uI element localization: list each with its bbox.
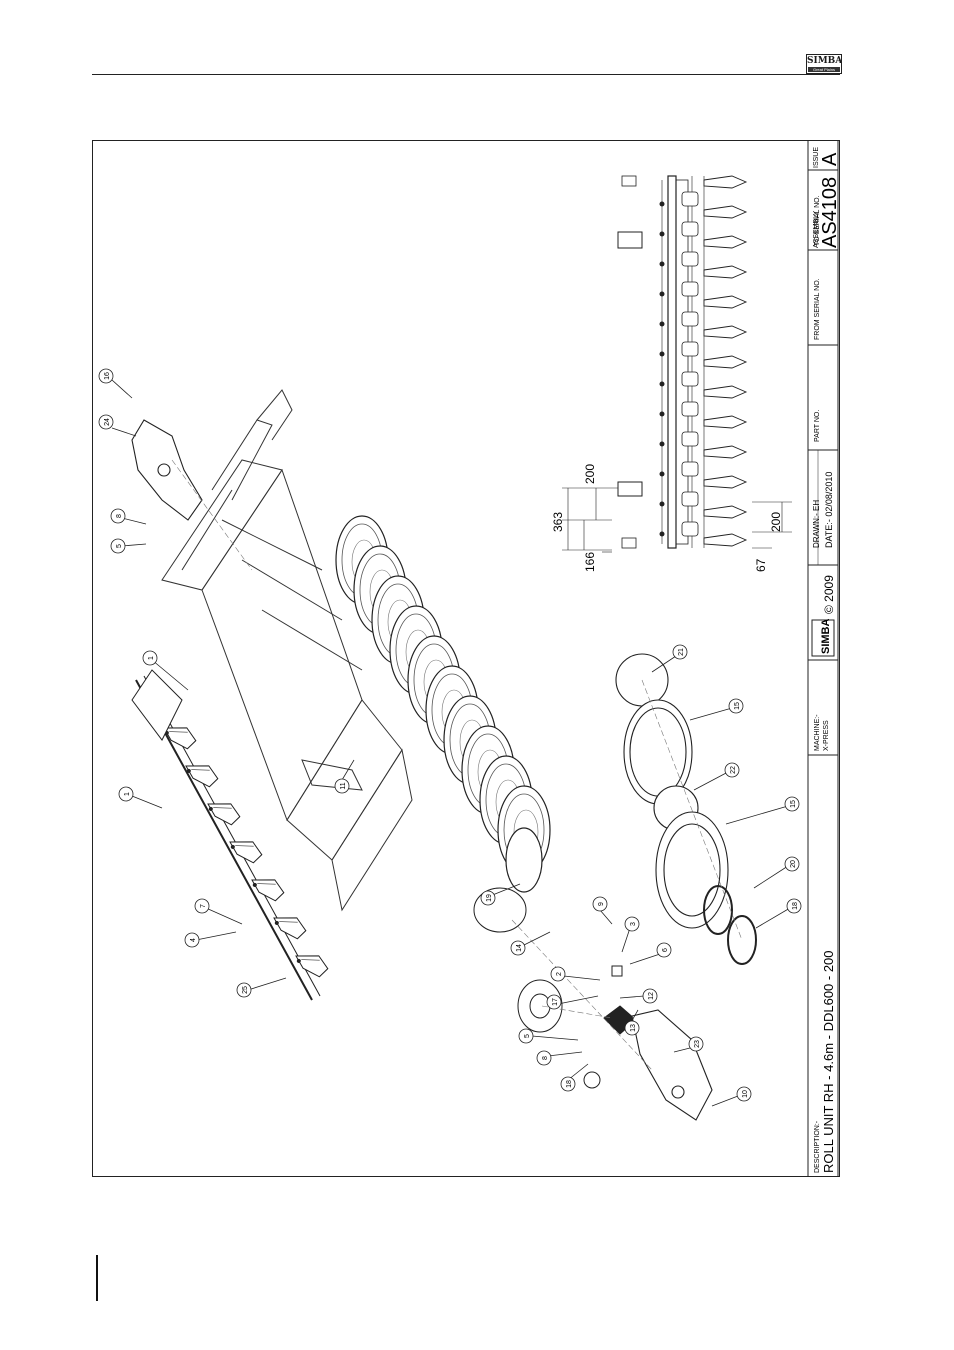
dimension-200-lower: 200 xyxy=(769,512,783,532)
drawn-by: DRAWN:- EH xyxy=(812,500,821,548)
from-serial-label: FROM SERIAL NO. xyxy=(814,278,821,340)
svg-text:11: 11 xyxy=(340,782,347,789)
simba-logo: SIMBA Great Plains xyxy=(806,54,842,74)
title-block-logo: SIMBA xyxy=(812,619,834,657)
svg-text:5: 5 xyxy=(524,1034,531,1038)
svg-text:16: 16 xyxy=(104,372,111,380)
logo-text: SIMBA xyxy=(807,57,841,66)
drawing-sheet: DESCRIPTION:- ROLL UNIT RH - 4.6m - DDL6… xyxy=(92,140,840,1177)
machine-label: MACHINE:- xyxy=(814,714,821,751)
svg-text:21: 21 xyxy=(678,648,685,656)
description-label: DESCRIPTION:- xyxy=(814,1120,821,1173)
svg-text:7: 7 xyxy=(200,904,207,908)
svg-text:10: 10 xyxy=(742,1090,749,1098)
svg-text:5: 5 xyxy=(116,544,123,548)
svg-text:24: 24 xyxy=(104,418,111,426)
dimension-363: 363 xyxy=(551,512,565,532)
logo-subtext: Great Plains xyxy=(808,67,840,72)
svg-text:1: 1 xyxy=(148,656,155,660)
svg-text:15: 15 xyxy=(790,800,797,808)
technical-drawing: DESCRIPTION:- ROLL UNIT RH - 4.6m - DDL6… xyxy=(92,140,840,1177)
part-no-label: PART NO. xyxy=(814,410,821,442)
svg-text:8: 8 xyxy=(116,514,123,518)
title-logo-text: SIMBA xyxy=(820,619,832,655)
svg-text:18: 18 xyxy=(566,1080,573,1088)
svg-text:17: 17 xyxy=(552,998,559,1006)
drawing-date: DATE:- 02/08/2010 xyxy=(824,472,834,548)
svg-text:25: 25 xyxy=(242,986,249,994)
copyright: © 2009 xyxy=(822,575,836,614)
description-value: ROLL UNIT RH - 4.6m - DDL600 - 200 xyxy=(821,950,836,1173)
svg-text:22: 22 xyxy=(730,766,737,774)
svg-text:3: 3 xyxy=(630,922,637,926)
svg-text:4: 4 xyxy=(190,938,197,942)
svg-text:2: 2 xyxy=(556,972,563,976)
svg-text:13: 13 xyxy=(630,1024,637,1032)
svg-text:12: 12 xyxy=(648,992,655,1000)
svg-text:18: 18 xyxy=(792,902,799,910)
svg-text:19: 19 xyxy=(486,894,493,902)
dimension-166: 166 xyxy=(583,552,597,572)
svg-text:15: 15 xyxy=(734,702,741,710)
svg-text:23: 23 xyxy=(694,1040,701,1048)
header-rule xyxy=(92,74,840,75)
svg-text:9: 9 xyxy=(598,902,605,906)
svg-text:6: 6 xyxy=(662,948,669,952)
footer-rule xyxy=(96,1255,98,1301)
assembly-number: AS4108 xyxy=(819,177,840,248)
dimension-200-upper: 200 xyxy=(583,464,597,484)
svg-text:8: 8 xyxy=(542,1056,549,1060)
svg-text:1: 1 xyxy=(124,792,131,796)
svg-text:14: 14 xyxy=(516,944,523,952)
machine-value: X-PRESS xyxy=(823,720,830,751)
issue-value: A xyxy=(819,152,840,166)
dimension-67: 67 xyxy=(754,558,768,572)
svg-text:20: 20 xyxy=(790,860,797,868)
sheet-border xyxy=(93,141,840,1177)
